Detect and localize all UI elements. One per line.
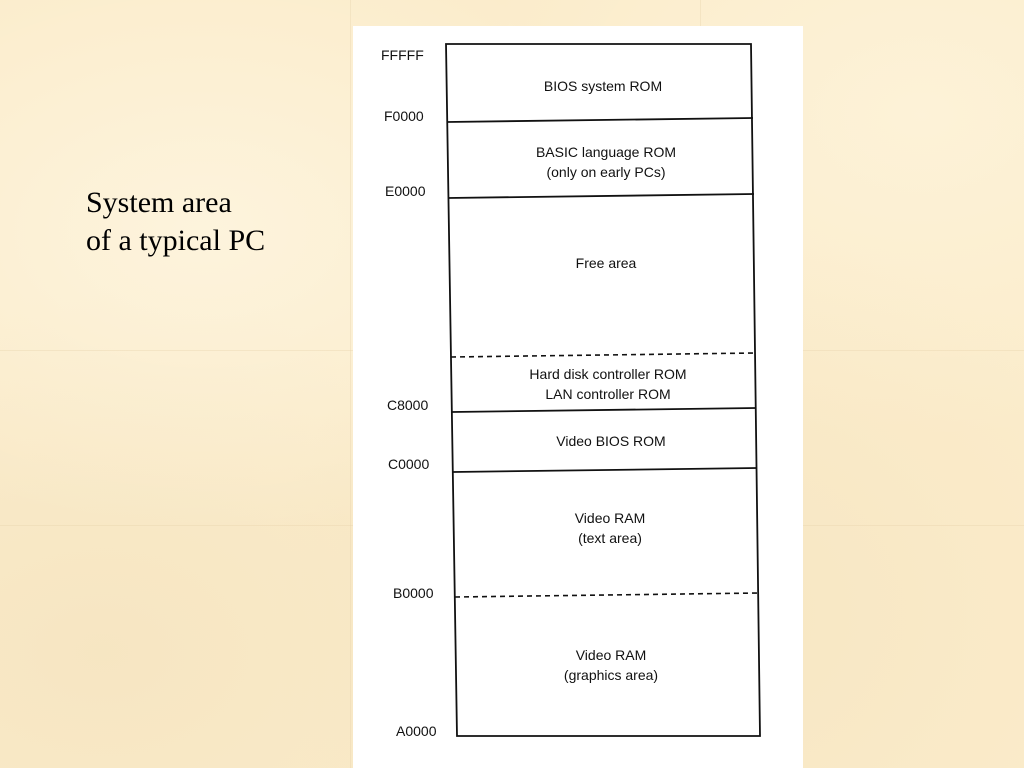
dashed-boundary-controller-roms (450, 352, 756, 358)
address-c0000: C0000 (388, 456, 429, 472)
boundary-c8000 (451, 407, 757, 413)
region-free-area: Free area (576, 255, 637, 271)
boundary-e0000 (447, 193, 755, 199)
boundary-f0000 (446, 117, 754, 123)
region-video-bios-rom: Video BIOS ROM (556, 433, 665, 449)
memory-map-figure: FFFFF F0000 E0000 C8000 C0000 B0000 A000… (353, 26, 803, 768)
region-lan-controller-rom: LAN controller ROM (545, 386, 670, 402)
background-seam (350, 0, 351, 768)
region-basic-language-rom: BASIC language ROM (536, 144, 676, 160)
boundary-c0000 (452, 467, 758, 473)
address-fffff: FFFFF (381, 47, 424, 63)
dashed-boundary-b0000 (454, 592, 760, 598)
region-video-ram-text-note: (text area) (578, 530, 642, 546)
region-basic-language-rom-note: (only on early PCs) (546, 164, 665, 180)
region-hard-disk-controller-rom: Hard disk controller ROM (529, 366, 686, 382)
address-f0000: F0000 (384, 108, 424, 124)
address-a0000: A0000 (396, 723, 437, 739)
address-c8000: C8000 (387, 397, 428, 413)
slide-title-line-2: of a typical PC (86, 224, 266, 257)
memory-map-outline (445, 43, 761, 737)
region-video-ram-text: Video RAM (575, 510, 646, 526)
region-bios-system-rom: BIOS system ROM (544, 78, 662, 94)
slide-title-line-1: System area (86, 186, 232, 219)
region-video-ram-graphics: Video RAM (576, 647, 647, 663)
slide-title: System area of a typical PC (86, 184, 265, 260)
address-e0000: E0000 (385, 183, 426, 199)
memory-map-diagram: FFFFF F0000 E0000 C8000 C0000 B0000 A000… (381, 43, 761, 739)
region-video-ram-graphics-note: (graphics area) (564, 667, 658, 683)
address-b0000: B0000 (393, 585, 434, 601)
